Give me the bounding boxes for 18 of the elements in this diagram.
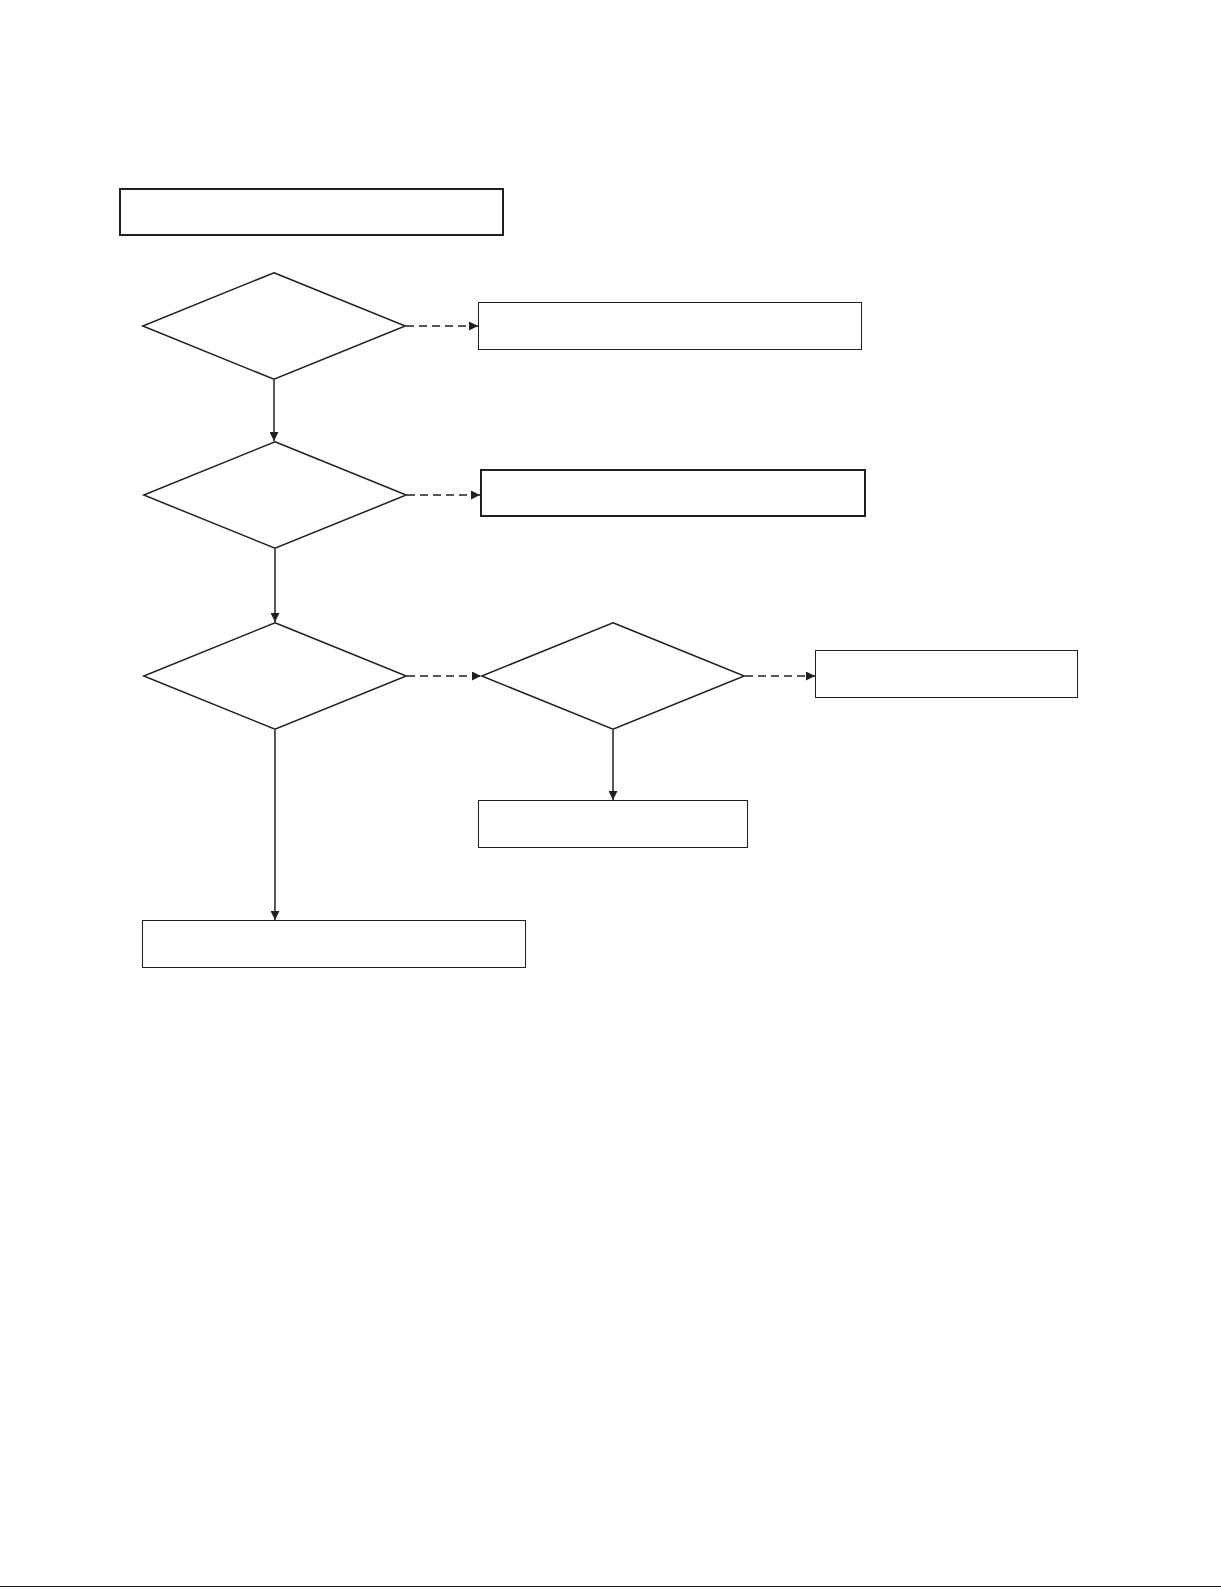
arrow bbox=[608, 729, 618, 801]
dashed-arrow bbox=[405, 321, 479, 331]
dashed-arrow bbox=[406, 671, 482, 681]
decision-diamond bbox=[143, 441, 407, 549]
process-box bbox=[478, 800, 748, 848]
decision-diamond bbox=[481, 622, 745, 730]
process-box bbox=[119, 188, 504, 236]
process-box bbox=[815, 650, 1078, 698]
dashed-arrow bbox=[744, 671, 816, 681]
arrow bbox=[270, 729, 280, 921]
arrow bbox=[269, 379, 279, 442]
process-box bbox=[478, 302, 862, 350]
arrow bbox=[270, 548, 280, 623]
dashed-arrow bbox=[406, 490, 481, 500]
process-box bbox=[142, 920, 526, 968]
decision-diamond bbox=[143, 622, 407, 730]
decision-diamond bbox=[142, 272, 406, 380]
process-box bbox=[480, 469, 866, 517]
